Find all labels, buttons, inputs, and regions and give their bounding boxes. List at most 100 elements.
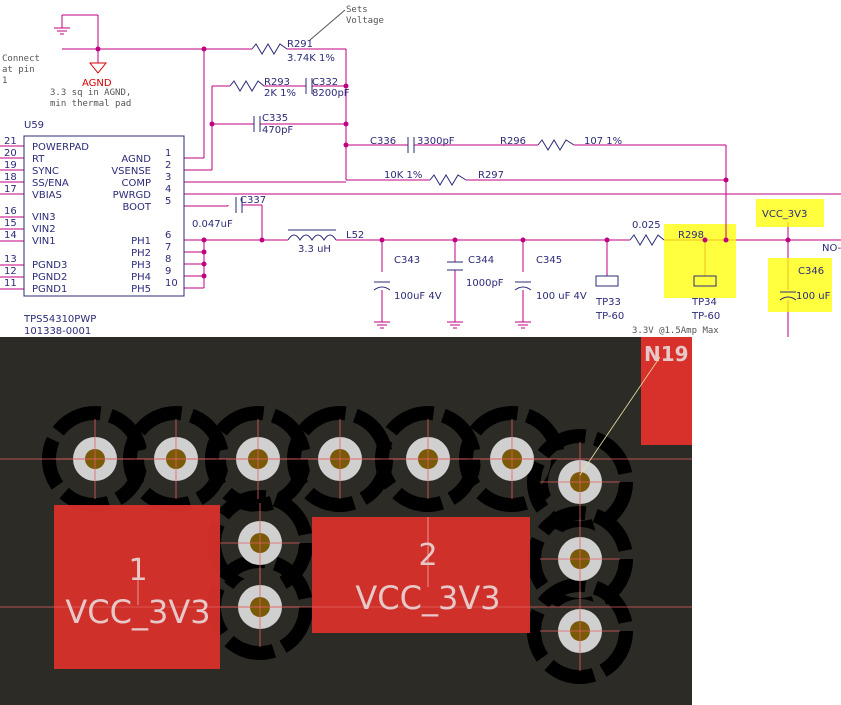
c337-ref: C337 [240,195,266,206]
ic-right-pin-name: PH5 [131,284,151,295]
l52-symbol [287,234,337,241]
r298-symbol [629,234,665,246]
c335-val: 470pF [262,125,293,136]
ic-right-pin-name: PWRGD [113,190,152,201]
schematic: Sets Voltage Connect at pin 1 AGND 3.3 s… [0,5,841,337]
ic-left-pin-name: SYNC [32,166,59,177]
c346-ref: C346 [798,266,824,277]
c336-val: 3300pF [417,136,455,147]
ic-right-pin-num: 4 [165,184,171,195]
r297-ref: R297 [478,170,504,181]
pad-2-net: VCC_3V3 [355,579,500,617]
note-one: 1 [2,76,7,86]
ic-left-pin-name: PGND1 [32,284,67,295]
ic-right-pin-num: 2 [165,160,171,171]
ic-left-pin-name: PGND2 [32,272,67,283]
ic-right-pin-num: 10 [165,278,178,289]
l52-val: 3.3 uH [298,244,331,255]
right-margin [692,337,841,705]
c346-highlight [768,258,832,312]
c345-ref: C345 [536,255,562,266]
tp33-val: TP-60 [595,311,624,322]
ic-right-pin-num: 8 [165,254,171,265]
l52-ref: L52 [346,230,364,241]
ic-left-pin-num: 12 [4,266,17,277]
ic-left-pin-num: 14 [4,230,17,241]
r291-symbol [251,43,288,55]
vcc-highlight [756,199,824,227]
c343-val: 100uF 4V [394,291,442,302]
ic-left-pin-name: VIN3 [32,212,56,223]
no-label: NO- [822,243,841,254]
pad-2 [312,517,530,633]
ic-right-pin-num: 6 [165,230,171,241]
pad-1-number: 1 [128,553,147,588]
ic-left-pin-name: RT [32,154,45,165]
note-connect: Connect [2,54,40,64]
r298-val: 0.025 [632,220,661,231]
ic-right-pins: AGND1VSENSE2COMP3PWRGD4BOOT5PH16PH27PH38… [111,148,177,295]
ic-right-pin-num: 7 [165,242,171,253]
corner-label: N19 [644,342,689,366]
c335-ref: C335 [262,113,288,124]
r297-val: 10K 1% [384,170,422,181]
ic-right-pin-name: VSENSE [111,166,151,177]
r291-ref: R291 [287,39,313,50]
ic-left-pin-name: PGND3 [32,260,67,271]
ic-left-pin-name: SS/ENA [32,178,69,189]
r296-ref: R296 [500,136,526,147]
c343-ref: C343 [394,255,420,266]
pad-1-net: VCC_3V3 [65,593,210,631]
ic-right-pin-num: 9 [165,266,171,277]
vcc-label: VCC_3V3 [762,209,807,220]
c337-val: 0.047uF [192,219,233,230]
ic-left-pin-num: 13 [4,254,17,265]
ic-ref: U59 [24,120,44,131]
output-note: 3.3V @1.5Amp Max [632,326,719,336]
c344-ref: C344 [468,255,494,266]
tp34-ref: TP34 [691,297,717,308]
ic-left-pin-num: 21 [4,136,17,147]
c345-val: 100 uF 4V [536,291,587,302]
ic-left-pin-name: VIN2 [32,224,56,235]
r293-symbol [229,80,265,92]
ic-left-pin-num: 17 [4,184,17,195]
note-voltage: Voltage [346,16,384,26]
c344-val: 1000pF [466,278,504,289]
r298-ref: R298 [678,230,704,241]
note-sets: Sets [346,5,368,15]
ic-left-pin-num: 18 [4,172,17,183]
ic-left-pin-num: 20 [4,148,17,159]
ic-right-pin-name: BOOT [122,202,151,213]
ic-right-pin-num: 5 [165,196,171,207]
ic-part: TPS54310PWP [23,314,96,325]
ic-left-pin-name: VBIAS [32,190,62,201]
ic-right-pin-name: AGND [121,154,151,165]
ic-right-pin-name: COMP [121,178,151,189]
ic-left-pin-name: POWERPAD [32,142,89,153]
pad-1 [54,505,220,669]
agnd-label: AGND [82,78,112,89]
ic-left-pin-num: 15 [4,218,17,229]
r293-ref: R293 [264,77,290,88]
tp33-ref: TP33 [595,297,621,308]
ic-left-pin-name: VIN1 [32,236,56,247]
ic-right-pin-name: PH2 [131,248,151,259]
ic-left-pins: 21POWERPAD20RT19SYNC18SS/ENA17VBIAS16VIN… [4,136,89,295]
ic-right-pin-name: PH1 [131,236,151,247]
ic-right-pin-num: 3 [165,172,171,183]
r297-symbol [429,174,467,186]
c332-val: 8200pF [312,88,350,99]
c346-val: 100 uF [796,291,831,302]
ic-partnum: 101338-0001 [24,326,91,337]
r296-val: 107 1% [584,136,622,147]
c336-ref: C336 [370,136,396,147]
ic-left-pin-num: 16 [4,206,17,217]
agnd-note-1: 3.3 sq in AGND, [50,88,131,98]
r291-val: 3.74K 1% [287,53,335,64]
tp34-val: TP-60 [691,311,720,322]
ic-body [23,135,185,297]
ic-right-pin-num: 1 [165,148,171,159]
r293-val: 2K 1% [264,88,296,99]
ic-right-pin-name: PH4 [131,272,151,283]
